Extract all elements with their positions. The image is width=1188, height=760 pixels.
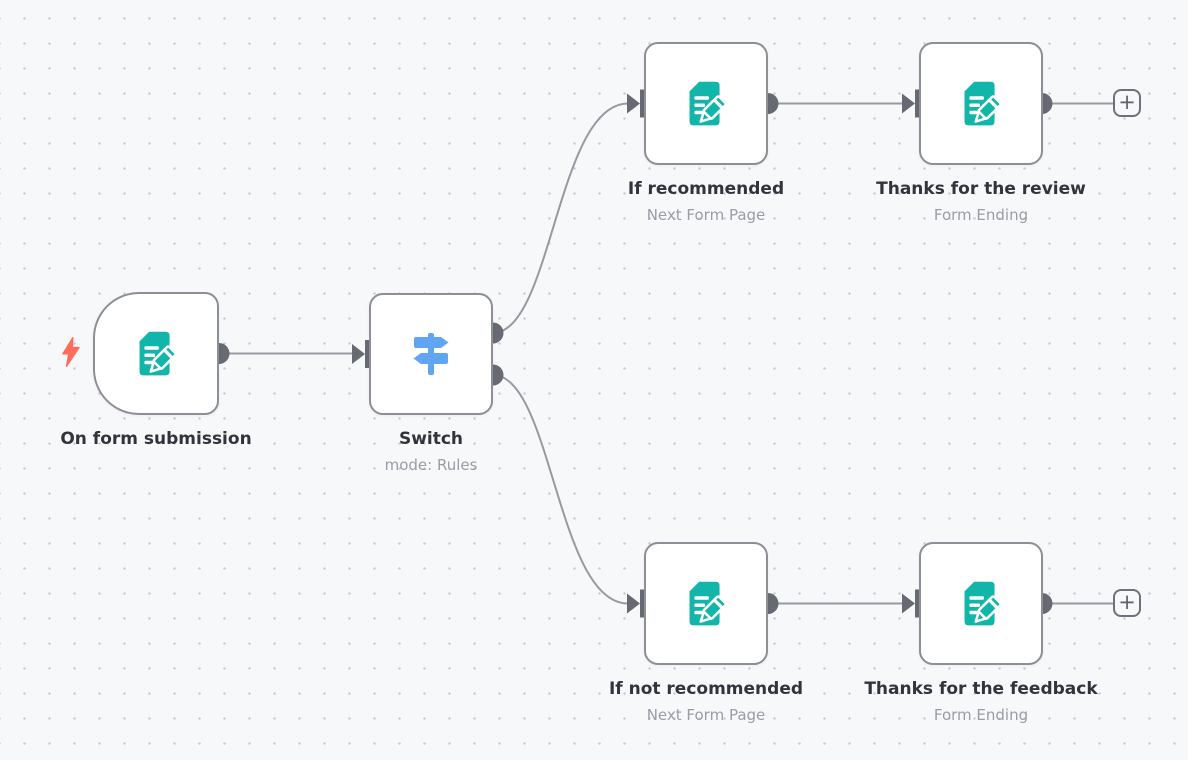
node-title: Switch (398, 429, 464, 449)
node-switch[interactable] (369, 293, 493, 415)
node-subtitle: Next Form Page (646, 706, 766, 725)
caption-on-form-submission: On form submission (60, 429, 251, 450)
caption-thanks-for-the-feedback: Thanks for the feedback Form Ending (864, 679, 1097, 724)
caption-switch: Switch mode: Rules (385, 429, 478, 474)
node-thanks-for-the-review[interactable] (919, 42, 1043, 165)
node-subtitle: Form Ending (933, 206, 1029, 225)
add-node-button[interactable]: + (1113, 589, 1141, 617)
add-node-button[interactable]: + (1113, 89, 1141, 117)
edge-switch-to-if-not-recommended[interactable] (492, 374, 629, 605)
node-title: Thanks for the review (876, 179, 1086, 199)
node-title: Thanks for the feedback (864, 679, 1098, 699)
caption-if-recommended: If recommended Next Form Page (628, 179, 784, 224)
node-subtitle: Form Ending (933, 706, 1029, 725)
node-if-not-recommended[interactable] (644, 542, 768, 665)
plus-icon: + (1118, 89, 1136, 114)
caption-thanks-for-the-review: Thanks for the review Form Ending (876, 179, 1086, 224)
signpost-icon (399, 322, 463, 386)
form-pencil-icon (675, 573, 737, 635)
form-pencil-icon (950, 573, 1012, 635)
form-pencil-icon (950, 73, 1012, 135)
node-title: If recommended (627, 179, 785, 199)
node-subtitle: mode: Rules (384, 456, 478, 475)
node-on-form-submission[interactable] (93, 292, 219, 415)
form-pencil-icon (125, 323, 187, 385)
node-if-recommended[interactable] (644, 42, 768, 165)
lightning-bolt-icon (62, 336, 80, 368)
caption-if-not-recommended: If not recommended Next Form Page (609, 679, 803, 724)
form-pencil-icon (675, 73, 737, 135)
node-title: On form submission (60, 429, 252, 449)
node-title: If not recommended (608, 679, 804, 699)
edge-switch-to-if-recommended[interactable] (492, 102, 629, 334)
node-subtitle: Next Form Page (646, 206, 766, 225)
node-thanks-for-the-feedback[interactable] (919, 542, 1043, 665)
plus-icon: + (1118, 589, 1136, 614)
